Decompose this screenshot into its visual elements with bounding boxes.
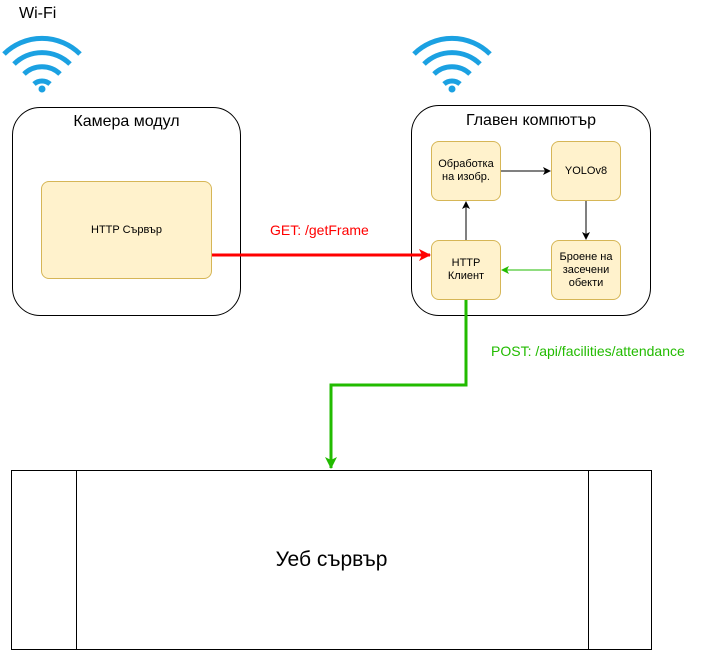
http-server-label: HTTP Сървър — [91, 223, 162, 236]
main-computer-title: Главен компютър — [465, 112, 597, 129]
yolo-label: YOLOv8 — [564, 164, 608, 177]
post-attendance-arrow — [325, 300, 468, 469]
camera-module-title: Камера модул — [73, 113, 180, 130]
web-server-left-divider — [76, 471, 77, 649]
post-attendance-label: POST: /api/facilities/attendance — [491, 343, 685, 359]
image-processing-label: Обработка на изобр. — [438, 158, 494, 183]
get-frame-label: GET: /getFrame — [270, 222, 369, 238]
wifi-icon — [412, 35, 492, 93]
web-server-box: Уеб сървър — [11, 470, 652, 650]
image-processing-box: Обработка на изобр. — [431, 141, 501, 201]
http-client-label: HTTP Клиент — [447, 257, 485, 282]
web-server-right-divider — [588, 471, 589, 649]
yolo-box: YOLOv8 — [551, 141, 621, 201]
web-server-label: Уеб сървър — [275, 548, 388, 571]
counting-box: Броене на засечени обекти — [551, 240, 621, 300]
wifi-label: Wi-Fi — [19, 5, 57, 22]
counting-label: Броене на засечени обекти — [559, 250, 613, 289]
http-server-box: HTTP Сървър — [41, 181, 212, 279]
http-client-box: HTTP Клиент — [431, 240, 501, 300]
wifi-icon — [2, 35, 82, 93]
